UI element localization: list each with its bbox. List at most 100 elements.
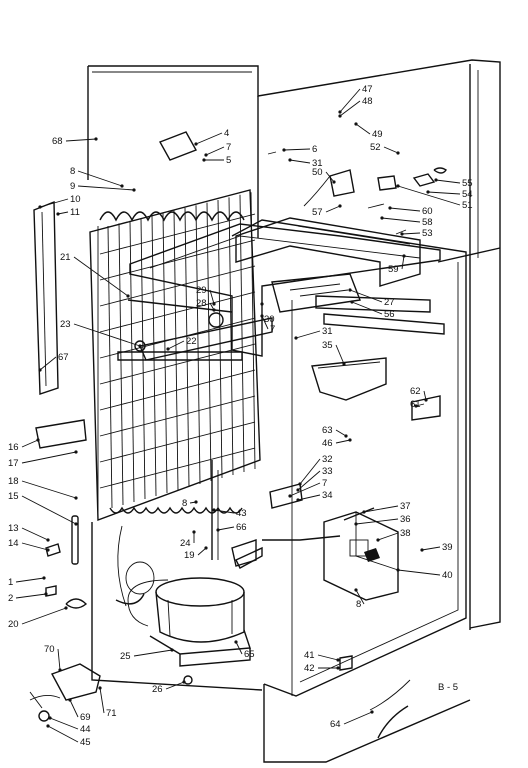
leader-line-p11 — [57, 211, 69, 215]
leader-line-p29 — [209, 289, 215, 305]
part-label-p41: 41 — [304, 650, 315, 661]
leader-line-p35 — [335, 344, 345, 365]
leader-point-p65 — [234, 640, 238, 644]
leader-point-p18 — [74, 496, 78, 500]
part-label-p23: 23 — [60, 319, 71, 330]
leader-point-p41 — [336, 658, 340, 662]
leader-point-p64 — [370, 710, 374, 714]
leader-line-p50 — [325, 171, 335, 183]
service-kit — [29, 663, 101, 722]
part-label-p67: 67 — [58, 352, 69, 363]
part-label-p38: 38 — [400, 528, 411, 539]
part-label-p48: 48 — [362, 96, 373, 107]
leader-point-p46 — [348, 438, 352, 442]
leader-line-p17 — [21, 451, 77, 464]
leader-line-p60 — [389, 207, 421, 212]
leader-line-p71 — [99, 687, 105, 714]
part-label-p8b: 8 — [182, 498, 187, 509]
leader-point-p48 — [338, 114, 342, 118]
leader-point-p39 — [420, 548, 424, 552]
leader-line-p48 — [339, 100, 361, 117]
leader-point-p71 — [98, 686, 102, 690]
drain-tray — [311, 357, 387, 401]
leader-line-p55 — [435, 179, 461, 184]
leader-line-p54 — [427, 191, 461, 195]
part-label-p57: 57 — [312, 207, 323, 218]
part-label-p54: 54 — [462, 189, 473, 200]
coil-tube — [206, 202, 212, 482]
part-label-p25: 25 — [120, 651, 131, 662]
part-label-p33: 33 — [322, 466, 333, 477]
part-label-p56: 56 — [384, 309, 395, 320]
leader-line-p52 — [383, 146, 399, 154]
coil-tube — [107, 225, 113, 509]
leader-point-p62 — [424, 398, 428, 402]
part-label-p62: 62 — [410, 386, 421, 397]
part-label-p6: 6 — [312, 144, 317, 155]
leader-line-p67 — [39, 356, 57, 371]
part-label-p42: 42 — [304, 663, 315, 674]
leader-point-p6 — [282, 148, 286, 152]
leader-line-p44 — [49, 717, 79, 730]
part-labels: 6847589101121292823226716171815131412207… — [8, 84, 473, 748]
coil-wire — [99, 369, 256, 411]
coil-tube — [239, 194, 245, 473]
leader-point-p30 — [260, 302, 264, 306]
part-label-p59: 59 — [388, 264, 399, 275]
leader-point-p38 — [376, 538, 380, 542]
leader-point-p13 — [46, 538, 50, 542]
leader-point-p66 — [216, 528, 220, 532]
leader-line-p31a — [289, 159, 311, 164]
part-label-p58: 58 — [422, 217, 433, 228]
leader-point-p69 — [68, 698, 72, 702]
part-label-p21a: 21 — [60, 252, 71, 263]
leader-line-p39 — [421, 546, 441, 551]
leader-point-p36 — [354, 522, 358, 526]
leader-point-p59 — [402, 254, 406, 258]
part-label-p39: 39 — [442, 542, 453, 553]
coil-tube — [173, 210, 179, 491]
part-label-p46: 46 — [322, 438, 333, 449]
tubing — [115, 460, 341, 607]
leader-point-p8b — [194, 500, 198, 504]
leader-point-p28 — [212, 308, 216, 312]
leader-point-p17 — [74, 450, 78, 454]
leader-line-p25 — [133, 649, 173, 657]
leader-point-p35 — [342, 362, 346, 366]
leader-point-p5 — [202, 158, 206, 162]
part-label-p43: 43 — [236, 508, 247, 519]
part-label-p7c: 7 — [322, 478, 327, 489]
part-label-p17: 17 — [8, 458, 19, 469]
leader-line-p58 — [381, 217, 421, 223]
part-label-p60: 60 — [422, 206, 433, 217]
leader-line-p10 — [39, 198, 69, 208]
part-label-p34: 34 — [322, 490, 333, 501]
leader-point-p24 — [192, 530, 196, 534]
leader-point-p49 — [354, 122, 358, 126]
leader-line-p63 — [335, 429, 347, 437]
leader-line-p1 — [15, 577, 45, 583]
leader-point-p45 — [46, 724, 50, 728]
part-label-p19: 19 — [184, 550, 195, 561]
leader-point-p15 — [74, 522, 78, 526]
coil-tube — [217, 199, 223, 479]
leader-point-p19 — [204, 546, 208, 550]
leader-line-p69 — [69, 699, 79, 718]
part-label-p31b: 31 — [322, 326, 333, 337]
coil-wire — [99, 291, 256, 333]
right-parts — [269, 395, 441, 739]
part-label-p30: 30 — [264, 314, 275, 325]
leader-line-p38 — [377, 532, 399, 541]
leader-point-p47 — [338, 110, 342, 114]
part-label-p15: 15 — [8, 491, 19, 502]
leader-point-p53 — [400, 232, 404, 236]
part-label-p24: 24 — [180, 538, 191, 549]
leader-point-p43 — [212, 508, 216, 512]
leader-line-p14 — [21, 542, 49, 551]
coil-tube — [184, 207, 190, 488]
part-label-p29: 29 — [196, 285, 207, 296]
part-label-p37: 37 — [400, 501, 411, 512]
leader-point-p2 — [44, 592, 48, 596]
